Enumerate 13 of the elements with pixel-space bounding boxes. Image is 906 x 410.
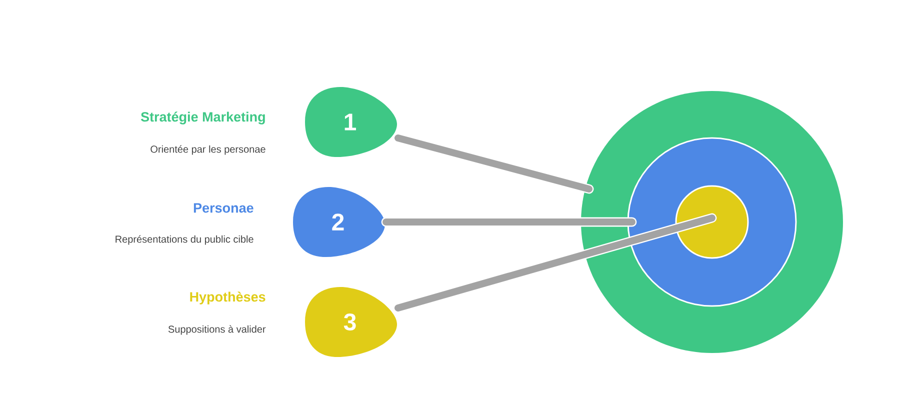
pin-description: Suppositions à valider [168, 325, 266, 335]
pin-heading: Personae [194, 203, 254, 213]
target-ring [675, 185, 749, 259]
pin-heading: Stratégie Marketing [140, 112, 265, 124]
pin-marker: 2 [293, 187, 385, 257]
pin-marker: 3 [305, 287, 397, 357]
dart-shaft [393, 133, 594, 194]
pin-description: Orientée par les personae [150, 145, 266, 155]
pin-heading: Hypothèses [190, 292, 266, 304]
dart-shaft [381, 217, 637, 227]
pin-marker: 1 [305, 87, 397, 157]
dart-shaft [393, 213, 717, 313]
pin-description: Représentations du public cible [116, 235, 254, 245]
